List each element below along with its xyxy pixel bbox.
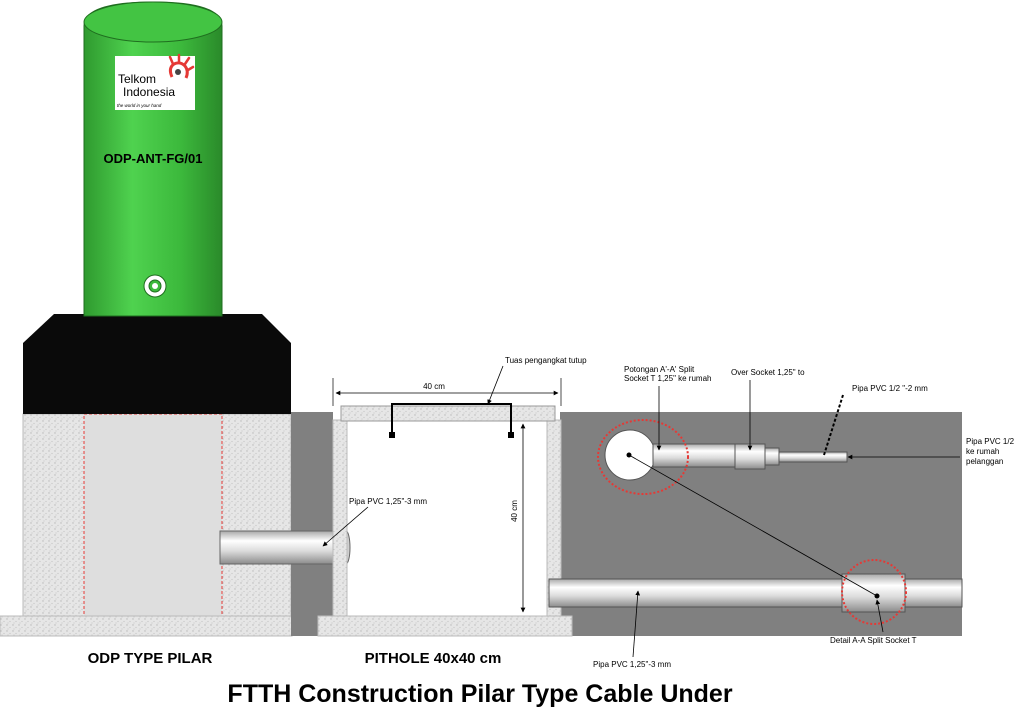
width-dimension-label: 40 cm xyxy=(423,382,445,391)
odp-pillar-top xyxy=(83,1,223,43)
house-label-line1: Pipa PVC 1/2 xyxy=(966,437,1015,446)
split-socket-stub xyxy=(652,443,738,468)
ground-left xyxy=(291,412,333,636)
section-label-line2: Socket T 1,25" ke rumah xyxy=(624,374,711,383)
pipe-half-label: Pipa PVC 1/2 "-2 mm xyxy=(852,384,928,393)
odp-caption: ODP TYPE PILAR xyxy=(88,650,213,667)
odp-inner-chamber xyxy=(83,413,223,617)
house-label-line2: ke rumah xyxy=(966,447,999,456)
lid-handle xyxy=(391,403,512,433)
odp-base-slab xyxy=(0,615,293,637)
pipe-main-label: Pipa PVC 1,25"-3 mm xyxy=(593,660,671,669)
lid-handle-label: Tuas pengangkat tutup xyxy=(505,356,587,365)
pithole-lid xyxy=(340,405,556,422)
reducer xyxy=(764,447,780,466)
over-socket-label: Over Socket 1,25" to xyxy=(731,368,805,377)
section-highlight xyxy=(597,419,689,495)
telkom-hand-logo-icon xyxy=(168,53,195,79)
pipe-odp-to-pithole xyxy=(219,530,348,565)
logo-name-line1: Telkom xyxy=(118,72,156,86)
detail-label: Detail A-A Split Socket T xyxy=(830,636,917,645)
pithole-caption: PITHOLE 40x40 cm xyxy=(365,650,502,667)
logo-tagline: the world in your hand xyxy=(117,103,162,108)
split-socket-t xyxy=(841,573,906,613)
pithole-wall-left xyxy=(332,419,348,617)
pipe-half-inch xyxy=(778,451,848,463)
section-label-line1: Potongan A'-A' Split xyxy=(624,365,695,374)
detail-link-line xyxy=(628,454,878,597)
pithole-floor xyxy=(317,615,573,637)
detail-highlight xyxy=(841,559,907,625)
odp-code-label: ODP-ANT-FG/01 xyxy=(104,151,203,166)
pipe-odp-label: Pipa PVC 1,25"-3 mm xyxy=(349,497,427,506)
logo-name-line2: Indonesia xyxy=(123,85,175,99)
telkom-logo: Telkom Indonesia the world in your hand xyxy=(115,53,195,110)
house-label-line3: pelanggan xyxy=(966,457,1003,466)
page-title: FTTH Construction Pilar Type Cable Under xyxy=(227,680,732,708)
odp-hood xyxy=(23,314,291,414)
depth-dimension-label: 40 cm xyxy=(510,500,519,522)
